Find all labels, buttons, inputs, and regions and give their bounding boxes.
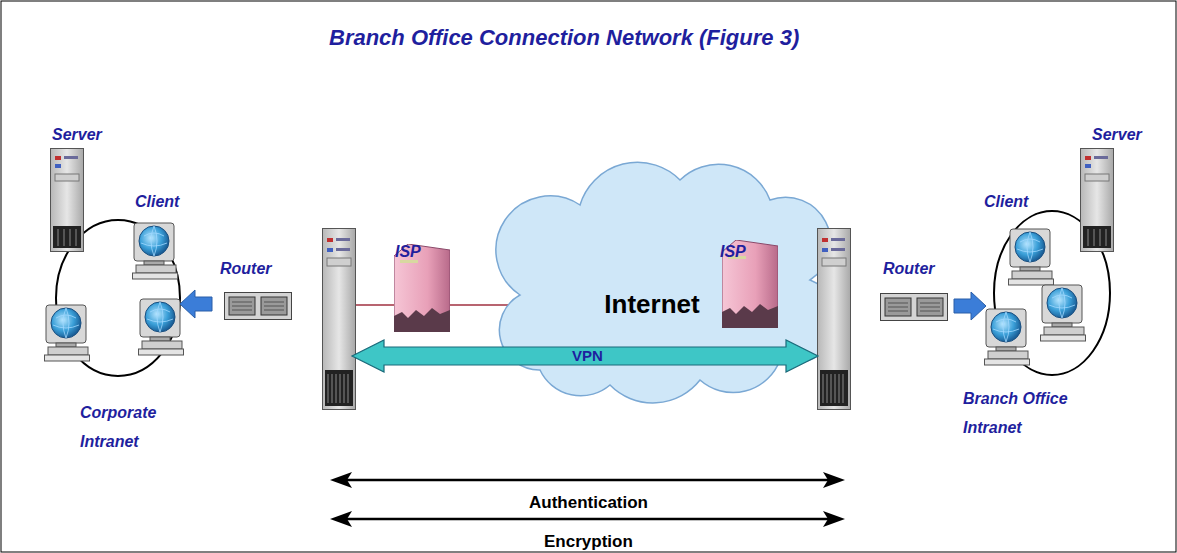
isp-label: ISP — [720, 243, 746, 261]
vpn-arrow — [352, 340, 818, 372]
vpn-arrow-node: VPN — [570, 346, 605, 365]
intranet-label: Corporate Intranet — [80, 398, 175, 456]
router-label: Router — [883, 260, 935, 278]
client-label: Client — [984, 193, 1028, 211]
router-label: Router — [220, 260, 272, 278]
node-text: VPN — [572, 347, 603, 364]
isp-label: ISP — [395, 243, 421, 261]
node-text: Internet — [604, 289, 699, 320]
encryption-label: Encryption — [544, 532, 633, 552]
intranet-label: Branch Office Intranet — [963, 384, 1088, 442]
server-label: Server — [52, 126, 102, 144]
diagram-title: Branch Office Connection Network (Figure… — [329, 25, 799, 51]
server-label: Server — [1092, 126, 1142, 144]
internet-cloud-node: Internet — [596, 285, 708, 324]
authentication-label: Authentication — [529, 493, 648, 513]
client-label: Client — [135, 193, 179, 211]
